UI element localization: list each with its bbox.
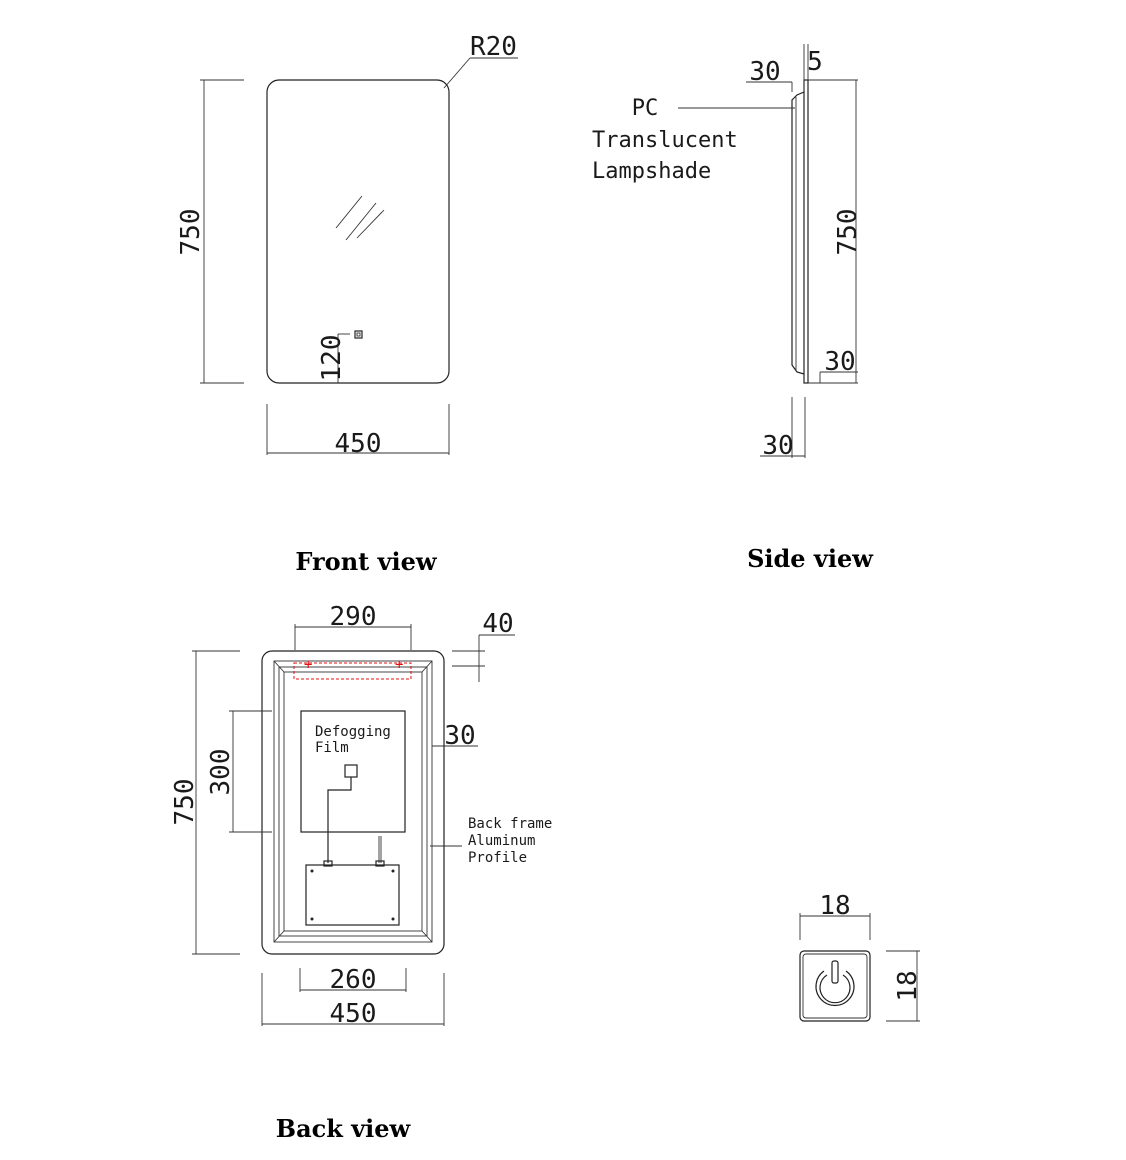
back-led-strip xyxy=(293,662,412,680)
back-view: + + Defogging Film 290 40 xyxy=(170,602,552,1143)
back-top-margin-dimension xyxy=(452,634,515,682)
reflection-icon xyxy=(335,195,385,241)
side-body-outline xyxy=(803,79,809,384)
back-view-title: Back view xyxy=(276,1114,412,1143)
front-view-title: Front view xyxy=(295,547,437,576)
switch-height-label: 18 xyxy=(893,970,923,1001)
back-bottom-width-dimension xyxy=(299,968,407,992)
front-radius-label: R20 xyxy=(470,32,517,62)
back-width-dimension xyxy=(261,973,445,1026)
front-width-label: 450 xyxy=(335,429,382,459)
back-film-height-label: 300 xyxy=(206,749,236,796)
side-bottom-depth-dimension xyxy=(760,397,806,458)
back-frame-label-3: Profile xyxy=(468,850,527,866)
back-connector-icon xyxy=(344,764,358,778)
back-driver-box xyxy=(305,864,400,926)
back-film-label-1: Defogging xyxy=(315,724,391,740)
back-height-label: 750 xyxy=(170,779,200,826)
switch-width-label: 18 xyxy=(819,891,850,921)
back-mirror-outline xyxy=(261,650,445,955)
side-bottom-inset-dimension xyxy=(819,371,858,383)
front-switch-icon xyxy=(354,330,363,339)
back-frame-label-2: Aluminum xyxy=(468,833,535,849)
svg-text:+: + xyxy=(304,657,312,673)
back-width-label: 450 xyxy=(330,999,377,1029)
back-side-margin-label: 30 xyxy=(444,721,475,751)
front-view: 750 450 R20 120 Front view xyxy=(176,32,518,576)
side-top-edge-label: 5 xyxy=(807,47,823,77)
front-mirror-outline xyxy=(266,79,450,384)
side-callout-line-3: Lampshade xyxy=(592,159,711,184)
back-defogging-film xyxy=(300,710,406,833)
switch-width-dimension xyxy=(799,913,871,940)
front-height-dimension xyxy=(200,79,244,384)
svg-text:+: + xyxy=(395,657,403,673)
back-cable xyxy=(327,777,352,863)
side-height-label: 750 xyxy=(833,209,863,256)
side-bottom-depth-label: 30 xyxy=(762,431,793,461)
side-top-depth-label: 30 xyxy=(749,57,780,87)
back-top-margin-label: 40 xyxy=(482,609,513,639)
power-icon xyxy=(815,960,855,1007)
front-switch-offset-label: 120 xyxy=(317,335,347,382)
side-bottom-inset-label: 30 xyxy=(824,347,855,377)
front-switch-offset-dimension xyxy=(337,333,350,383)
side-callout-line-2: Translucent xyxy=(592,128,738,153)
back-bottom-width-label: 260 xyxy=(330,965,377,995)
side-height-dimension xyxy=(808,79,858,384)
switch-height-dimension xyxy=(886,950,920,1022)
front-height-label: 750 xyxy=(176,209,206,256)
back-top-width-dimension xyxy=(294,624,412,650)
side-lampshade-outline xyxy=(791,91,805,375)
side-top-dimension xyxy=(746,44,809,92)
back-frame-label-1: Back frame xyxy=(468,816,552,832)
switch-outline xyxy=(799,950,871,1022)
switch-detail: 18 18 xyxy=(799,891,923,1022)
side-view: 750 30 5 PC Translucent Lampshade 30 30 … xyxy=(592,44,874,573)
back-film-label-2: Film xyxy=(315,740,349,756)
back-film-height-dimension xyxy=(229,710,272,833)
front-width-dimension xyxy=(266,404,450,455)
back-frame-outline xyxy=(273,660,433,943)
side-callout-line-1: PC xyxy=(632,96,659,121)
back-height-dimension xyxy=(192,650,240,955)
back-top-width-label: 290 xyxy=(330,602,377,632)
side-view-title: Side view xyxy=(747,544,874,573)
front-radius-leader xyxy=(443,57,518,89)
